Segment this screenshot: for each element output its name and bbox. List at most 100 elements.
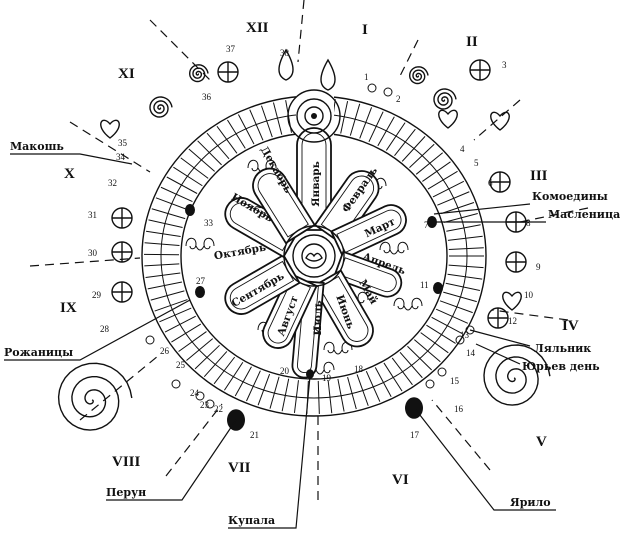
day-number: 15	[450, 376, 460, 386]
curl-ornament	[393, 297, 423, 311]
cross-circle-ornament	[505, 251, 527, 273]
central-hub	[283, 225, 345, 287]
roman-sector-8: VIII	[112, 454, 141, 470]
day-number: 17	[410, 430, 420, 440]
loop-ornament	[437, 367, 447, 377]
day-number: 20	[280, 366, 290, 376]
holiday-label: Перун	[106, 486, 146, 499]
day-number: 16	[454, 404, 464, 414]
spiral-ornament	[483, 344, 551, 406]
cross-circle-ornament	[489, 171, 511, 193]
loop-ornament	[383, 87, 393, 97]
cross-circle-ornament	[487, 307, 509, 329]
spiral-ornament	[57, 362, 133, 431]
month-petal	[330, 204, 407, 260]
curl-ornament	[185, 237, 215, 251]
roman-sector-3: III	[530, 168, 548, 184]
spiral-ornament	[408, 66, 429, 85]
roman-sector-4: IV	[562, 318, 579, 334]
day-number: 30	[88, 248, 98, 258]
month-petal	[313, 170, 380, 246]
day-number: 10	[524, 290, 534, 300]
cross-circle-ornament	[111, 207, 133, 229]
day-number: 29	[92, 290, 102, 300]
day-number: 8	[526, 218, 531, 228]
roman-sector-9: IX	[60, 300, 77, 316]
holiday-6: Рожаницы	[4, 299, 191, 361]
day-number: 12	[508, 316, 517, 326]
day-number: 27	[196, 276, 206, 286]
sector-divider	[297, 0, 305, 63]
holiday-7: Перун	[106, 419, 237, 501]
day-number: 21	[250, 430, 259, 440]
day-number: 2	[396, 94, 401, 104]
loop-ornament	[367, 83, 377, 93]
holiday-marker	[433, 282, 443, 294]
holiday-marker	[306, 369, 314, 379]
cross-circle-ornament	[111, 281, 133, 303]
spiral-ornament	[149, 96, 173, 118]
day-number: 31	[88, 210, 97, 220]
sector-divider	[79, 355, 159, 421]
day-number: 5	[474, 158, 479, 168]
day-number: 6	[488, 178, 493, 188]
month-petal	[311, 269, 374, 348]
month-petals	[224, 127, 407, 379]
spiral-ornament	[188, 64, 209, 83]
day-number: 25	[176, 360, 186, 370]
loop-ornament	[455, 335, 465, 345]
day-number: 4	[460, 144, 465, 154]
day-number: 35	[118, 138, 128, 148]
holiday-label: Ляльник	[534, 342, 591, 355]
heart-ornament	[490, 111, 510, 131]
roman-sector-1: I	[362, 22, 368, 38]
day-number: 19	[322, 373, 332, 383]
holiday-label: Купала	[228, 514, 275, 527]
day-number: 32	[108, 178, 117, 188]
loop-ornament	[425, 379, 435, 389]
roman-sector-5: V	[536, 434, 547, 450]
holiday-1: Макошь	[10, 140, 133, 165]
sector-dividers	[29, 0, 589, 500]
day-number: 14	[466, 348, 476, 358]
month-petal	[224, 197, 301, 259]
month-label: Январь	[310, 161, 322, 207]
heart-ornament	[438, 109, 458, 129]
holiday-label: Масленица	[548, 208, 620, 221]
month-label: Июль	[312, 300, 324, 335]
loop-ornament	[195, 391, 205, 401]
sector-divider	[397, 39, 419, 81]
heart-ornament	[502, 291, 522, 311]
ornaments	[57, 48, 551, 431]
spiral-ornament	[433, 88, 457, 110]
holiday-label: Макошь	[10, 140, 64, 153]
month-petal	[262, 272, 318, 349]
drop-ornament	[278, 48, 294, 81]
roman-sector-12: XII	[246, 20, 269, 36]
loop-ornament	[465, 325, 475, 335]
month-label: Октябрь	[213, 242, 267, 263]
day-number: 38	[280, 48, 290, 58]
day-number: 1	[364, 72, 369, 82]
day-number: 7	[424, 220, 429, 230]
month-petal	[224, 253, 301, 315]
day-number: 18	[354, 364, 364, 374]
cross-circle-ornament	[111, 241, 133, 263]
roman-sector-2: II	[466, 34, 478, 50]
roman-sector-6: VI	[392, 472, 409, 488]
loop-ornament	[205, 399, 215, 409]
day-number: 13	[460, 330, 470, 340]
day-number: 26	[160, 346, 170, 356]
holiday-3: Масленица	[436, 208, 620, 223]
loop-ornament	[171, 379, 181, 389]
holiday-label: Рожаницы	[4, 346, 73, 359]
sector-divider	[165, 403, 223, 477]
roman-sector-11: XI	[118, 66, 135, 82]
sector-divider	[69, 121, 151, 173]
cross-circle-ornament	[469, 59, 491, 81]
heart-ornament	[100, 119, 120, 139]
day-number: 24	[190, 388, 200, 398]
